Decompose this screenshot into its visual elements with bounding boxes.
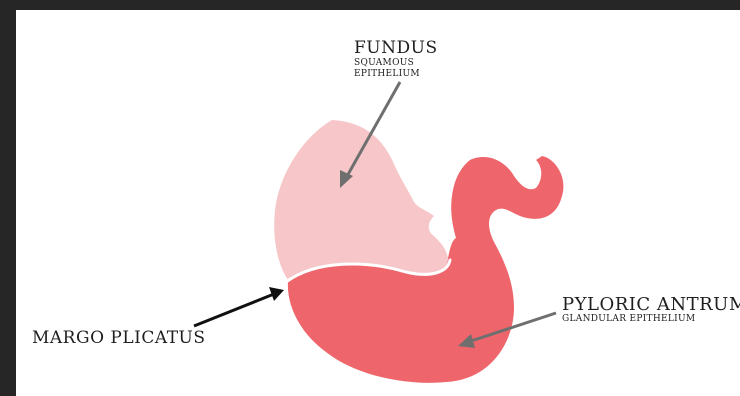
pyloric-antrum-subtitle: Glandular epithelium: [562, 314, 740, 325]
fundus-title: Fundus: [354, 38, 438, 58]
stomach-diagram-canvas: Fundus Squamous epithelium Pyloric Antru…: [16, 10, 740, 396]
margo-arrow: [194, 294, 274, 326]
margo-plicatus-title: Margo Plicatus: [32, 328, 206, 348]
fundus-region: [274, 120, 448, 280]
pyloric-antrum-title: Pyloric Antrum: [562, 294, 740, 315]
fundus-subtitle-line2: epithelium: [354, 69, 438, 80]
margo-plicatus-label-group: Margo Plicatus: [32, 328, 206, 348]
fundus-label-group: Fundus Squamous epithelium: [354, 38, 438, 80]
fundus-subtitle-line1: Squamous: [354, 58, 438, 69]
pyloric-antrum-label-group: Pyloric Antrum Glandular epithelium: [562, 294, 740, 325]
